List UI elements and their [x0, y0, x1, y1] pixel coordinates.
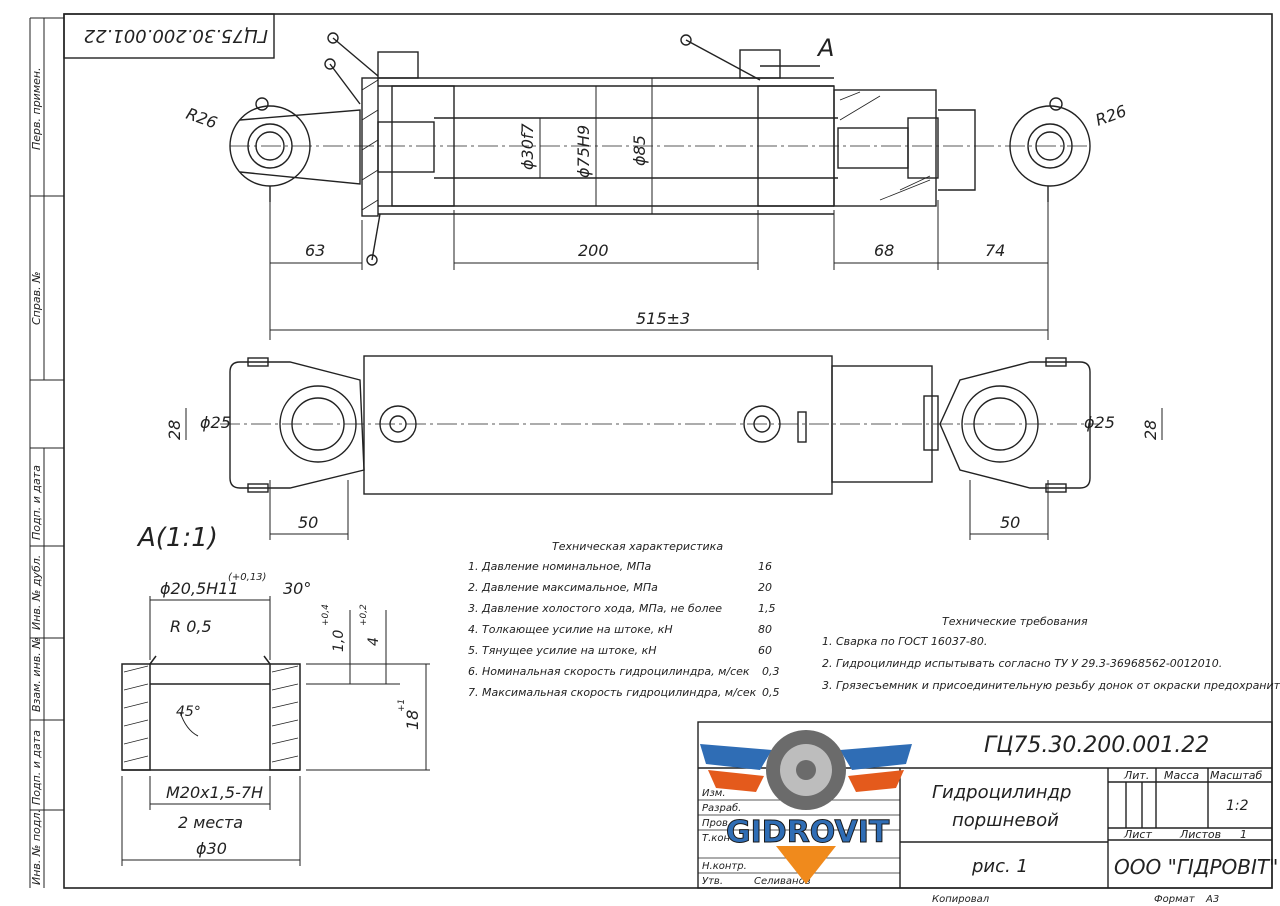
tech-req-item: 1. Сварка по ГОСТ 16037-80. — [822, 635, 987, 648]
dim-pin-left: ϕ25 — [200, 413, 231, 432]
tech-char-label: 1. Давление номинальное, МПа — [468, 560, 651, 573]
tech-char-value: 0,3 — [762, 665, 780, 678]
detail-angle-chamfer: 30° — [283, 579, 311, 598]
dim-68: 68 — [874, 241, 894, 260]
detail-depth-4-tol: +0,2 — [359, 604, 369, 626]
dim-rod: ϕ30f7 — [518, 122, 537, 170]
tb-utv: Утв. — [702, 876, 723, 887]
tech-char-label: 4. Толкающее усилие на штоке, кН — [468, 623, 673, 636]
dim-total: 515±3 — [636, 309, 690, 328]
title-sheets: Листов — [1179, 828, 1221, 841]
tech-char-label: 2. Давление максимальное, МПа — [468, 581, 658, 594]
detail-angle-45: 45° — [176, 704, 201, 720]
tb-prov: Пров. — [702, 818, 731, 829]
title-name-2: поршневой — [952, 810, 1059, 831]
side-sprav-no: Справ. № — [30, 271, 43, 325]
tech-req-item: 3. Грязесъемник и присоединительную резь… — [822, 679, 1280, 692]
tech-char-label: 6. Номинальная скорость гидроцилиндра, м… — [468, 665, 750, 678]
tech-char-list: 1. Давление номинальное, МПа 16 2. Давле… — [468, 560, 780, 699]
detail-d-outer: ϕ30 — [196, 839, 227, 858]
title-sheet: Лист — [1123, 828, 1152, 841]
dim-r-right: R26 — [1093, 101, 1129, 130]
tb-nkontr: Н.контр. — [702, 861, 747, 872]
side-inv-dubl: Инв. № дубл. — [30, 555, 43, 630]
detail-thread: M20x1,5-7H — [166, 783, 263, 802]
title-sheets-val: 1 — [1240, 828, 1247, 841]
rotated-code-box: ГЦ75.30.200.001.22 — [63, 13, 275, 59]
tech-char-value: 60 — [758, 644, 772, 657]
title-scale-h: Масштаб — [1210, 769, 1262, 782]
dim-74: 74 — [985, 241, 1005, 260]
gidrovit-logo: GIDROVIT — [700, 730, 912, 884]
tb-format-val: А3 — [1205, 894, 1219, 905]
tech-char-value: 80 — [758, 623, 772, 636]
section-dimensions — [269, 78, 1049, 340]
tech-char-value: 0,5 — [762, 686, 780, 699]
title-figure: рис. 1 — [971, 856, 1028, 877]
side-inv-podl: Инв. № подл. — [30, 809, 43, 885]
dim-bore: ϕ75H9 — [574, 125, 593, 178]
dim-eye-right: 50 — [1000, 513, 1020, 532]
detail-depth-4: 4 — [366, 637, 382, 646]
detail-radius: R 0,5 — [170, 617, 212, 636]
tb-razrab: Разраб. — [702, 802, 741, 814]
detail-view — [121, 596, 430, 866]
tech-char-label: 5. Тянущее усилие на штоке, кН — [468, 644, 657, 657]
detail-depth-18-tol: +1 — [397, 699, 407, 712]
detail-places: 2 места — [178, 813, 243, 832]
detail-depth-1-tol: +0,4 — [321, 604, 331, 626]
side-podp-data-1: Подп. и дата — [30, 465, 43, 540]
view-label-a: А — [816, 34, 834, 62]
title-scale: 1:2 — [1226, 798, 1249, 814]
plan-dimensions — [185, 408, 1163, 540]
title-company: ООО "ГІДРОВІТ" — [1114, 855, 1278, 879]
detail-depth-1: 1,0 — [331, 630, 347, 652]
detail-d-hole: ϕ20,5H11 — [160, 579, 239, 598]
rotated-code: ГЦ75.30.200.001.22 — [84, 25, 268, 46]
detail-label: А(1:1) — [136, 523, 218, 553]
side-strip: Перв. примен. Справ. № Подп. и дата Инв.… — [29, 17, 64, 888]
section-view — [229, 32, 1091, 266]
tech-char-label: 7. Максимальная скорость гидроцилиндра, … — [468, 686, 757, 699]
dim-w-right: 28 — [1141, 420, 1160, 440]
side-vzam-inv: Взам. инв. № — [30, 637, 43, 712]
title-name-1: Гидроцилиндр — [932, 782, 1071, 803]
title-mass: Масса — [1164, 769, 1199, 782]
tech-char-value: 1,5 — [758, 602, 776, 615]
tb-utv-name: Селиванов — [754, 876, 811, 887]
side-perv-primen: Перв. примен. — [30, 67, 43, 150]
side-podp-data-2: Подп. и дата — [30, 730, 43, 805]
tech-req-list: 1. Сварка по ГОСТ 16037-80. 2. Гидроцили… — [822, 635, 1280, 692]
title-code: ГЦ75.30.200.001.22 — [984, 733, 1209, 758]
dim-outer: ϕ85 — [630, 135, 649, 166]
tech-req-title: Технические требования — [942, 615, 1088, 628]
tech-char-label: 3. Давление холостого хода, МПа, не боле… — [468, 602, 722, 615]
tb-tkontr: Т.кон — [702, 833, 730, 844]
dim-r-left: R26 — [184, 104, 220, 133]
tech-req-item: 2. Гидроцилиндр испытывать согласно ТУ У… — [822, 657, 1222, 670]
tb-format: Формат — [1154, 894, 1196, 905]
tech-char-title: Техническая характеристика — [552, 540, 723, 553]
plan-view — [220, 355, 1100, 495]
detail-d-hole-tol: (+0,13) — [228, 572, 266, 583]
sheet-frame — [63, 13, 1273, 889]
tech-char-value: 20 — [758, 581, 772, 594]
dim-w-left: 28 — [165, 420, 184, 440]
tb-kopiroval: Копировал — [932, 894, 990, 905]
logo-text: GIDROVIT — [726, 815, 890, 850]
dim-eye-left: 50 — [298, 513, 318, 532]
tech-char-value: 16 — [758, 560, 772, 573]
title-lit: Лит. — [1123, 769, 1149, 782]
dim-200: 200 — [578, 241, 609, 260]
dim-63: 63 — [305, 241, 325, 260]
tb-izm: Изм. — [702, 788, 726, 799]
detail-depth-18: 18 — [403, 710, 422, 730]
dim-pin-right: ϕ25 — [1084, 413, 1115, 432]
